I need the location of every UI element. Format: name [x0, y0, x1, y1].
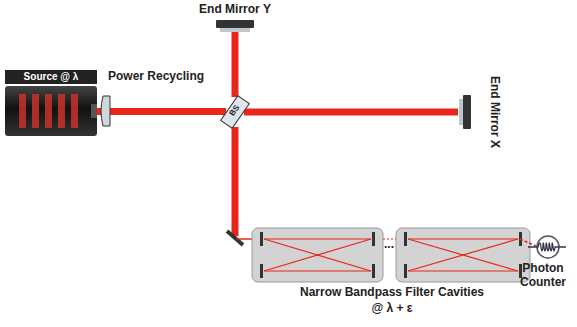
- thin-beam: [520, 239, 536, 246]
- laser-beam: [232, 32, 239, 97]
- laser-source-shape: [5, 86, 97, 136]
- end-mirror: End Mirror Y: [216, 20, 254, 32]
- beam-splitter: BS: [226, 97, 244, 127]
- node-label: Photon Counter: [515, 262, 571, 290]
- text-label: @ λ + ε: [371, 302, 412, 316]
- node-label: Source @ λ: [5, 70, 97, 84]
- text-label: Power Recycling: [108, 70, 204, 84]
- end-mirror-shape: [458, 95, 471, 129]
- filter-cavity: [396, 228, 530, 282]
- text-label: Narrow Bandpass Filter Cavities: [300, 286, 484, 300]
- end-mirror-shape: [216, 20, 254, 32]
- laser-source: Source @ λ: [5, 86, 97, 136]
- laser-beam: [97, 108, 226, 115]
- node-label: End Mirror Y: [199, 3, 271, 17]
- cavity-beams: [264, 239, 518, 271]
- power-recycling-mirror: [101, 96, 110, 126]
- photon-counter: Photon Counter: [536, 235, 560, 259]
- output-beam: [232, 127, 239, 236]
- laser-beam: [244, 109, 458, 116]
- photon-counter-shape: [536, 235, 560, 259]
- cavity-mirrors: [260, 232, 522, 278]
- text-label: ...: [384, 238, 394, 252]
- node-label: End Mirror X: [487, 76, 501, 148]
- steering-mirror: [227, 231, 243, 245]
- end-mirror: End Mirror X: [458, 95, 471, 129]
- filter-cavity: [252, 228, 383, 282]
